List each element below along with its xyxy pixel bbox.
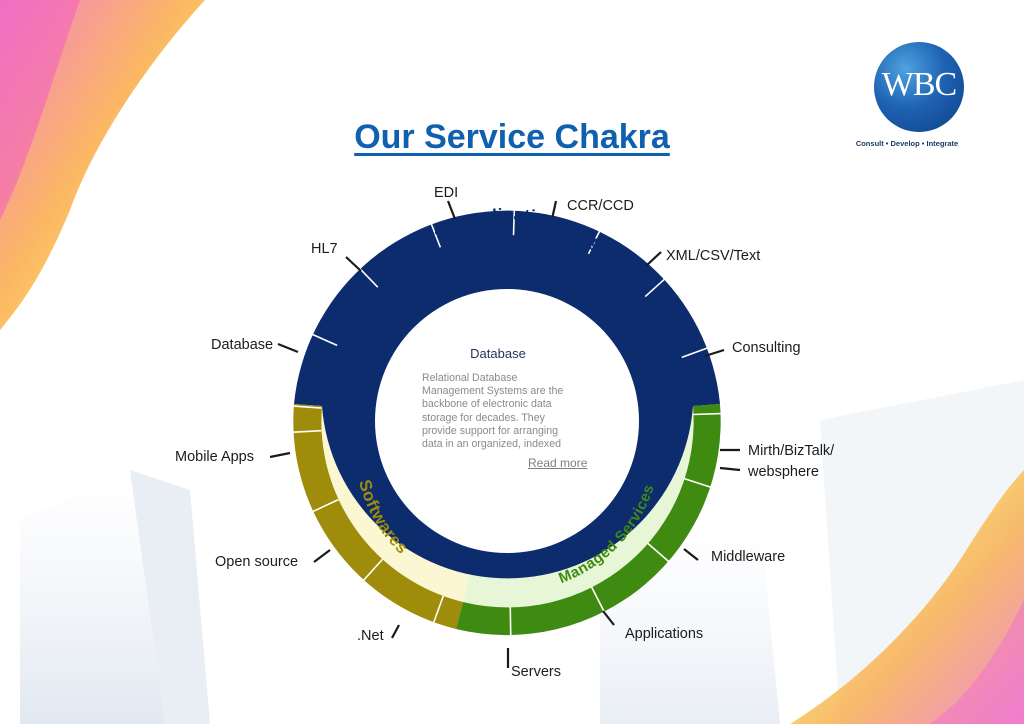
label-connector — [446, 200, 457, 220]
center-line: backbone of electronic data — [422, 398, 552, 411]
label-connector — [345, 256, 362, 272]
logo-globe-icon — [874, 42, 964, 132]
segment-divider — [433, 595, 445, 623]
center-line: storage for decades. They — [422, 411, 545, 424]
segment-divider — [311, 333, 338, 347]
segment-divider — [692, 412, 721, 416]
label-connector — [645, 251, 662, 267]
label-mobile-apps: Mobile Apps — [175, 449, 254, 465]
label-connector — [277, 342, 299, 354]
label-xml-csv-text: XML/CSV/Text — [666, 248, 760, 264]
label-connector — [704, 348, 725, 358]
label-connector — [719, 466, 741, 472]
label-hl7: HL7 — [311, 241, 338, 257]
segment-divider — [293, 405, 322, 409]
label-websphere: websphere — [747, 464, 819, 480]
center-circle — [375, 289, 639, 553]
ring-segment-softwares — [293, 404, 463, 629]
segment-divider — [512, 207, 516, 236]
label-consulting: Consulting — [732, 340, 801, 356]
label-applications: Applications — [625, 626, 703, 642]
segment-divider — [646, 542, 670, 563]
segment-divider — [429, 220, 442, 248]
label-open-source: Open source — [215, 554, 298, 570]
label-dotnet: .Net — [357, 628, 384, 644]
label-mirth-biztalk: Mirth/BizTalk/ — [748, 443, 835, 459]
label-connector — [313, 549, 331, 563]
label-middleware: Middleware — [711, 549, 785, 565]
label-connector — [269, 451, 291, 459]
segment-divider — [683, 477, 711, 488]
segment-divider — [587, 228, 602, 255]
label-connector — [602, 610, 615, 626]
center-description: Relational Database Management Systems a… — [410, 372, 606, 451]
segment-divider — [681, 347, 709, 359]
page-title: Our Service Chakra — [354, 118, 670, 156]
label-connector — [683, 548, 699, 561]
logo-tagline: Consult • Develop • Integrate — [855, 139, 959, 148]
label-connector — [391, 624, 400, 639]
center-line: Relational Database — [422, 372, 518, 384]
segment-divider — [644, 277, 667, 298]
segment-divider — [293, 429, 322, 433]
label-edi: EDI — [434, 185, 458, 201]
segment-divider — [312, 498, 339, 513]
segment-divider — [590, 586, 605, 613]
read-more-link[interactable]: Read more — [528, 456, 588, 470]
logo-mark: WBC — [881, 66, 957, 103]
center-line: data in an organized, indexed — [422, 438, 562, 451]
label-connector — [550, 200, 558, 220]
label-servers: Servers — [511, 664, 561, 680]
center-line: provide support for arranging — [422, 424, 559, 437]
segment-divider — [357, 266, 379, 288]
label-database: Database — [211, 337, 273, 353]
center-panel: Database Relational Database Management … — [410, 344, 606, 484]
center-heading: Database — [470, 346, 526, 361]
label-ccr-ccd: CCR/CCD — [567, 198, 634, 214]
segment-divider — [363, 558, 384, 581]
ring-segment-managed — [456, 404, 721, 636]
wbc-logo: WBC Consult • Develop • Integrate — [832, 42, 982, 152]
center-line: Management Systems are the — [422, 385, 564, 398]
